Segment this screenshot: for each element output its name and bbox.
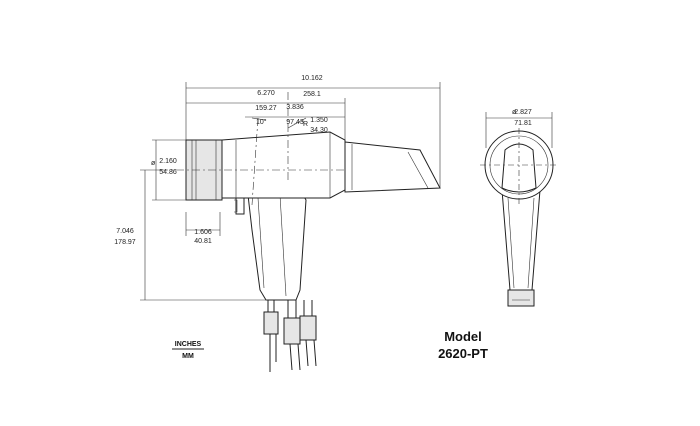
end-diameter-in: 2.827 [514,109,532,116]
dimension-lines [140,82,441,301]
end-view-grip [501,189,541,291]
dimension-labels: 10.162 258.1 6.270 159.27 3.836 97.43 R … [114,75,328,246]
radius-in: 1.350 [310,117,328,124]
head-diameter-prefix: ø [151,160,156,167]
side-view [160,92,441,372]
units-inches: INCHES [175,341,202,348]
grip-offset-mm: 40.81 [194,238,212,245]
units-legend: INCHES MM [172,341,204,360]
radius-prefix: R [303,121,308,128]
motor-housing [221,131,346,199]
height-mm: 178.97 [114,239,136,246]
angle-label: 10° [256,118,267,126]
end-view: ø 2.827 71.81 [480,109,558,307]
mid-mm: 97.43 [286,119,304,126]
units-mm: MM [182,353,194,360]
model-label: Model 2620-PT [438,329,488,361]
radius-mm: 34.30 [310,127,328,134]
grip-offset-in: 1.606 [194,229,212,236]
head-diameter-in: 2.160 [159,158,177,165]
mid-in: 3.836 [286,104,304,111]
to-head-in: 6.270 [257,90,275,97]
end-view-window [501,143,537,193]
end-diameter-mm: 71.81 [514,120,532,127]
model-line2: 2620-PT [438,346,488,361]
head-diameter-mm: 54.86 [159,169,177,176]
height-in: 7.046 [116,228,134,235]
overall-length-in: 10.162 [301,75,323,82]
overall-length-mm: 258.1 [303,91,321,98]
pistol-grip [247,189,307,301]
air-hose-cables [263,300,317,372]
end-diameter-prefix: ø [512,109,517,116]
model-line1: Model [444,329,482,344]
to-head-mm: 159.27 [255,105,277,112]
